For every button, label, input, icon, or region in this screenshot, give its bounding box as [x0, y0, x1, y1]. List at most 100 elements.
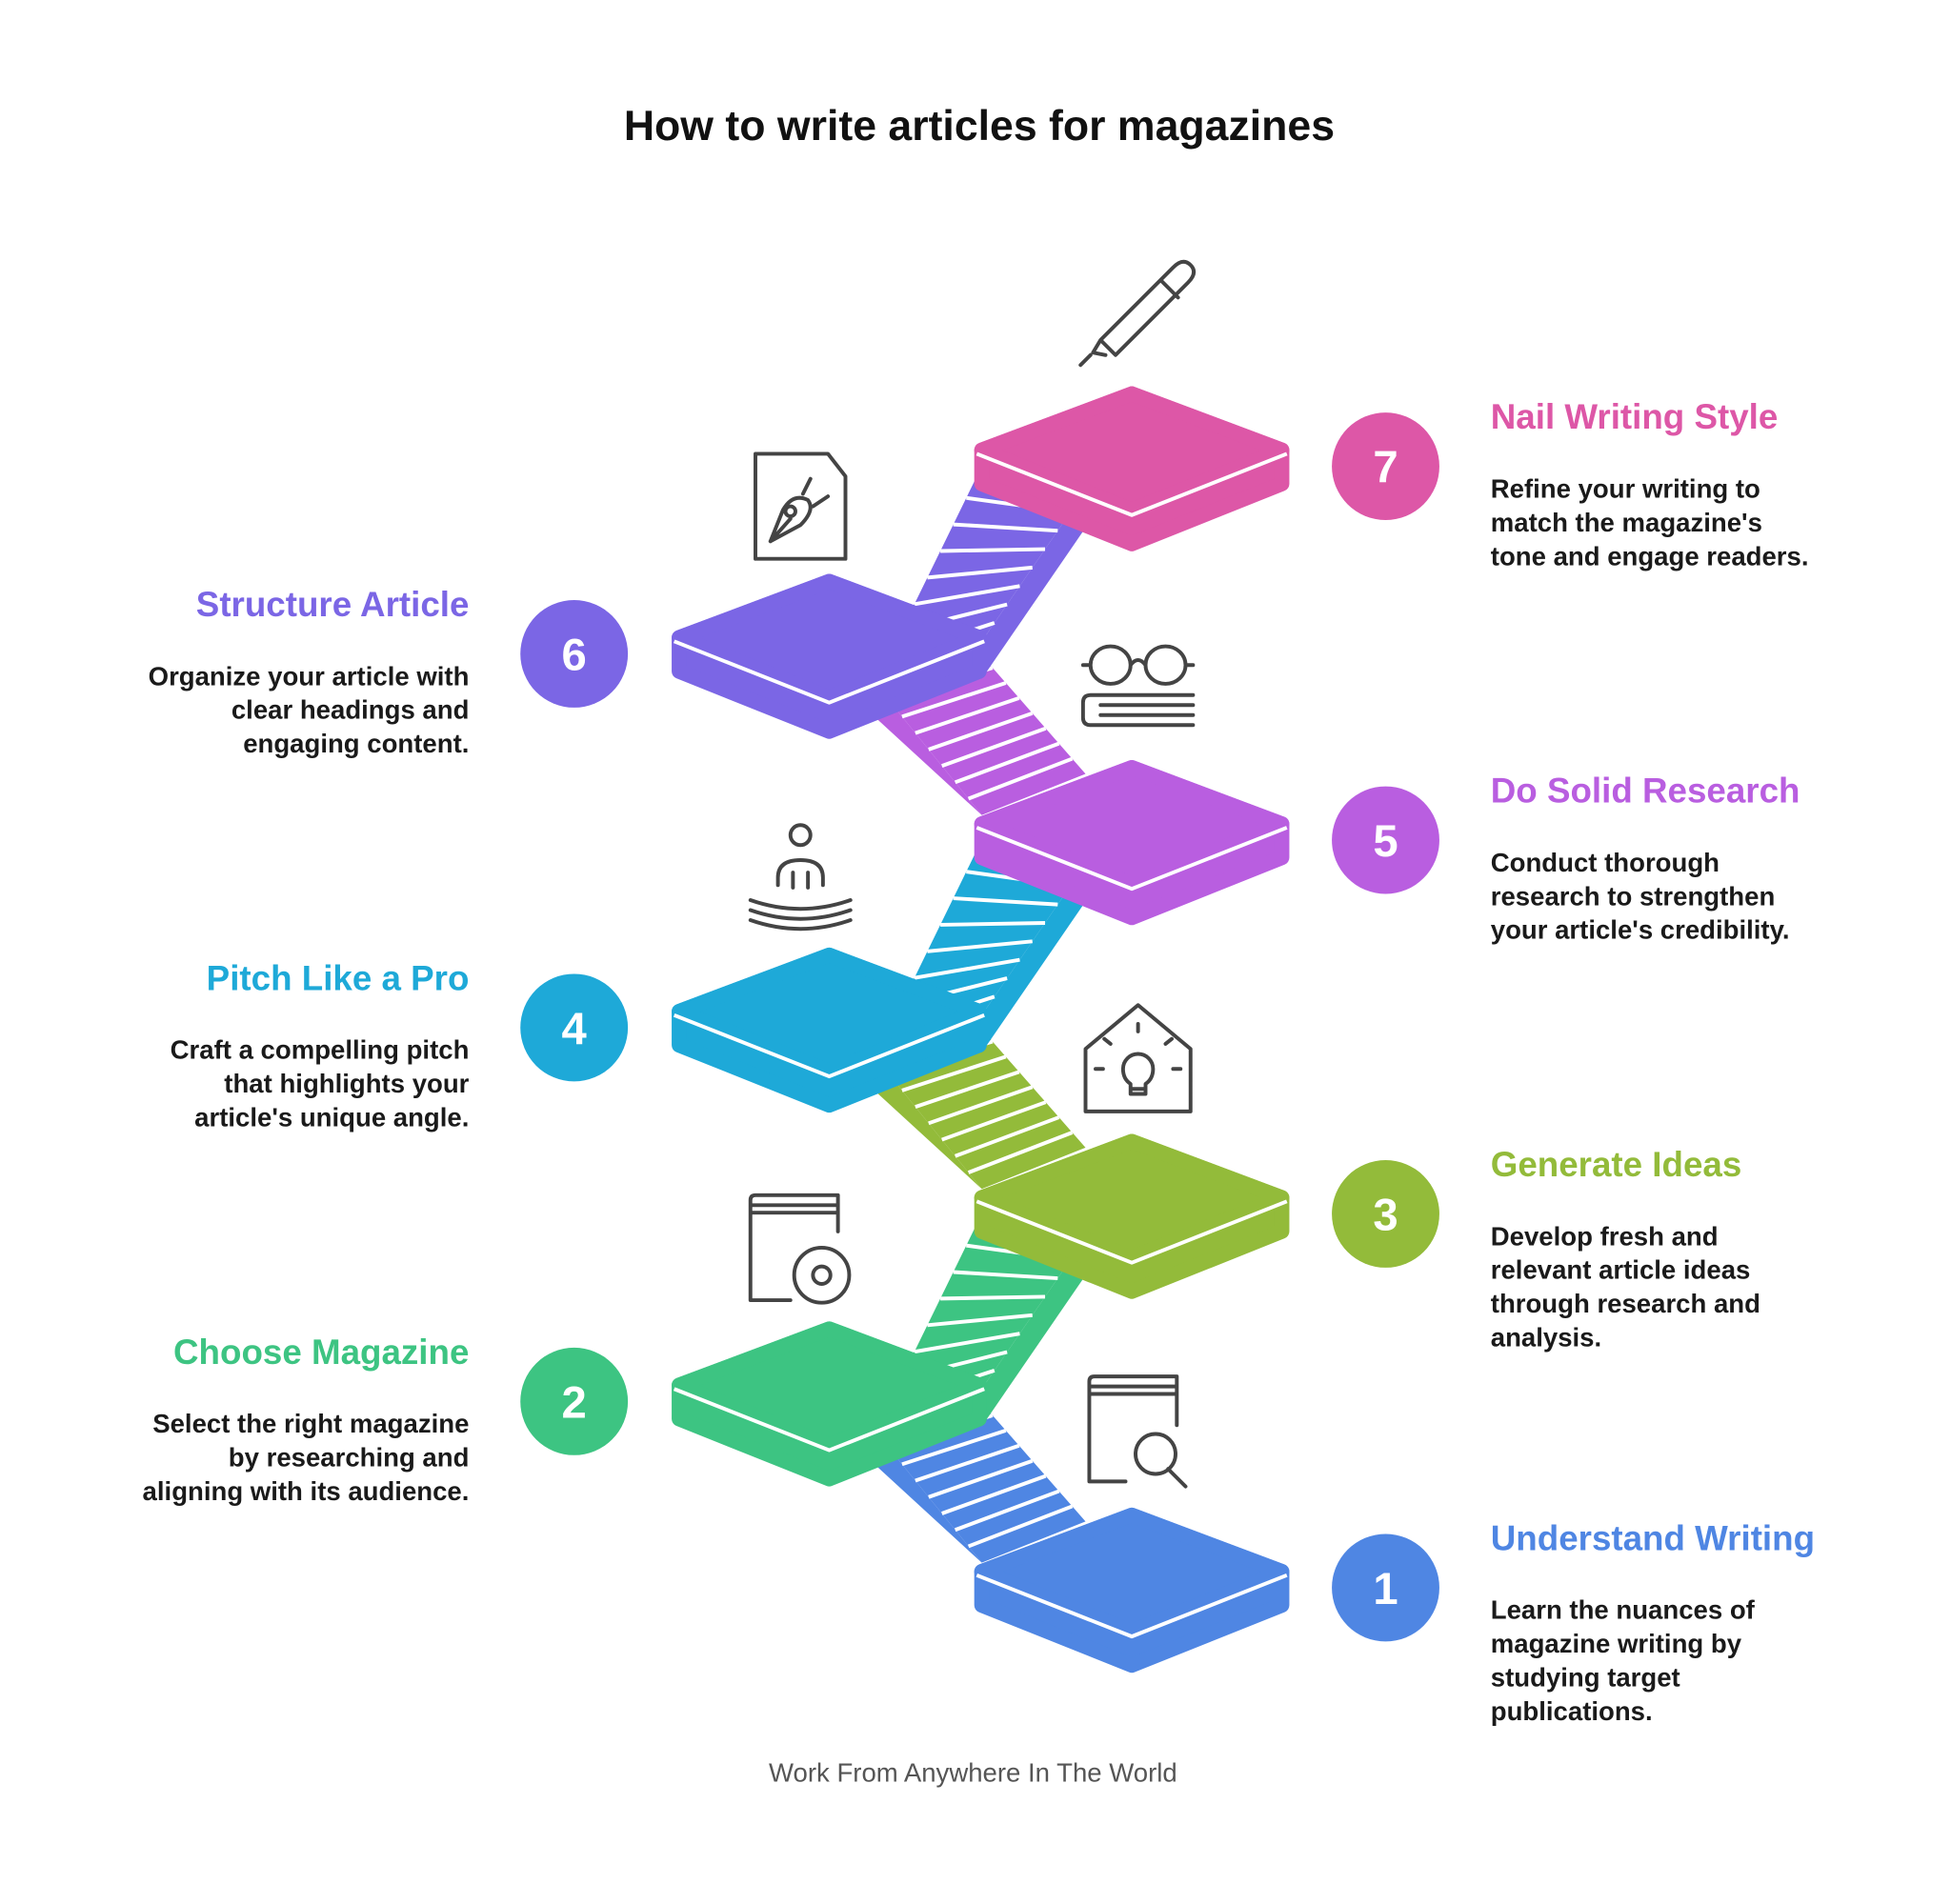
stair-step-line	[954, 1115, 1060, 1158]
step-description-line: Conduct thorough	[1491, 848, 1720, 877]
document-pen-icon	[754, 451, 848, 561]
stair-side	[981, 867, 1083, 1053]
book-magnifier-icon	[1087, 1374, 1188, 1489]
platform-1	[974, 1507, 1290, 1674]
stair-step-line	[901, 1429, 1007, 1467]
step-description-line: by researching and	[229, 1443, 470, 1473]
page-title: How to write articles for magazines	[624, 103, 1335, 150]
stair-step-line	[941, 1100, 1047, 1142]
pen-icon	[1078, 259, 1197, 368]
step-title: Generate Ideas	[1491, 1145, 1742, 1184]
step-number-badge	[1332, 1533, 1439, 1642]
stair-step-line	[941, 1473, 1047, 1515]
step-description-line: that highlights your	[224, 1069, 469, 1098]
stair-step-line	[901, 681, 1007, 719]
stair-step-line	[915, 1070, 1020, 1109]
platform-edge	[976, 1573, 1288, 1639]
step-description-line: research to strengthen	[1491, 881, 1776, 911]
step-number-badge	[520, 973, 629, 1082]
stair-step-line	[967, 1131, 1074, 1174]
platform-edge	[976, 451, 1288, 517]
step-description-line: engaging content.	[243, 729, 469, 758]
step-description-line: studying target	[1491, 1663, 1680, 1693]
platform-top	[974, 760, 1290, 892]
stair-step-line	[901, 1054, 1007, 1092]
platform-top	[974, 386, 1290, 518]
step-description-line: Refine your writing to	[1491, 473, 1760, 503]
step-number: 1	[1373, 1564, 1398, 1614]
stair-step-line	[953, 1270, 1058, 1281]
stair-step-line	[915, 1443, 1020, 1483]
step-number: 6	[562, 631, 587, 681]
stair-side	[981, 493, 1083, 679]
platform-top	[974, 1507, 1290, 1639]
platform-7	[974, 386, 1290, 551]
step-description-line: Organize your article with	[149, 661, 470, 691]
stair-step-line	[914, 957, 1020, 980]
step-number: 3	[1373, 1191, 1398, 1241]
step-title: Understand Writing	[1491, 1519, 1815, 1558]
stair-step-line	[928, 1085, 1034, 1126]
book-disc-icon	[748, 1193, 852, 1305]
step-title: Do Solid Research	[1491, 772, 1800, 811]
glasses-book-icon	[1080, 644, 1196, 728]
stair-step-line	[967, 1504, 1074, 1549]
step-title: Pitch Like a Pro	[207, 959, 470, 998]
platform-edge	[673, 639, 985, 705]
step-description-line: your article's credibility.	[1491, 915, 1790, 945]
step-description-line: Learn the nuances of	[1491, 1595, 1756, 1625]
platform-6	[672, 573, 987, 739]
step-description-line: tone and engage readers.	[1491, 541, 1809, 571]
platform-edge	[673, 1387, 985, 1453]
platform-edge	[976, 1199, 1288, 1265]
step-number-badge	[520, 600, 629, 708]
platform-2	[672, 1321, 987, 1487]
stair-step-line	[954, 1489, 1060, 1533]
platform-top	[672, 573, 987, 706]
stair-step-line	[927, 939, 1033, 953]
platform-3	[974, 1133, 1290, 1299]
platform-top	[974, 1133, 1290, 1266]
stair-step-line	[940, 1294, 1046, 1301]
stair-step-line	[967, 756, 1074, 801]
step-description-line: through research and	[1491, 1289, 1760, 1318]
step-number: 2	[562, 1377, 587, 1428]
step-number: 7	[1373, 443, 1398, 493]
step-description-line: match the magazine's	[1491, 508, 1762, 537]
platform-5	[974, 760, 1290, 926]
step-description-line: magazine writing by	[1491, 1629, 1742, 1658]
platform-edge	[673, 1012, 985, 1079]
stair-step-line	[928, 711, 1034, 752]
platform-top	[672, 947, 987, 1079]
stair-step-line	[927, 1313, 1033, 1328]
step-description-line: Craft a compelling pitch	[171, 1035, 470, 1065]
stair-step-line	[927, 565, 1033, 580]
step-number: 5	[1373, 816, 1398, 867]
platform-edge	[976, 826, 1288, 892]
stair-step-line	[914, 584, 1020, 607]
step-number-badge	[1332, 412, 1439, 521]
step-title: Choose Magazine	[173, 1333, 469, 1372]
step-description-line: Develop fresh and	[1491, 1221, 1719, 1251]
stair-step-line	[940, 547, 1046, 553]
step-description-line: article's unique angle.	[194, 1103, 469, 1132]
house-lightbulb-icon	[1083, 1003, 1193, 1113]
step-number-badge	[520, 1347, 629, 1455]
step-description-line: relevant article ideas	[1491, 1255, 1751, 1285]
footer-text: Work From Anywhere In The World	[769, 1757, 1177, 1787]
stair-step-line	[914, 1332, 1020, 1354]
step-number: 4	[562, 1004, 588, 1054]
stair-step-line	[954, 741, 1060, 785]
step-description-line: Select the right magazine	[152, 1409, 469, 1438]
stair-step-line	[953, 896, 1058, 907]
step-description-line: analysis.	[1491, 1323, 1601, 1353]
step-title: Nail Writing Style	[1491, 397, 1779, 436]
